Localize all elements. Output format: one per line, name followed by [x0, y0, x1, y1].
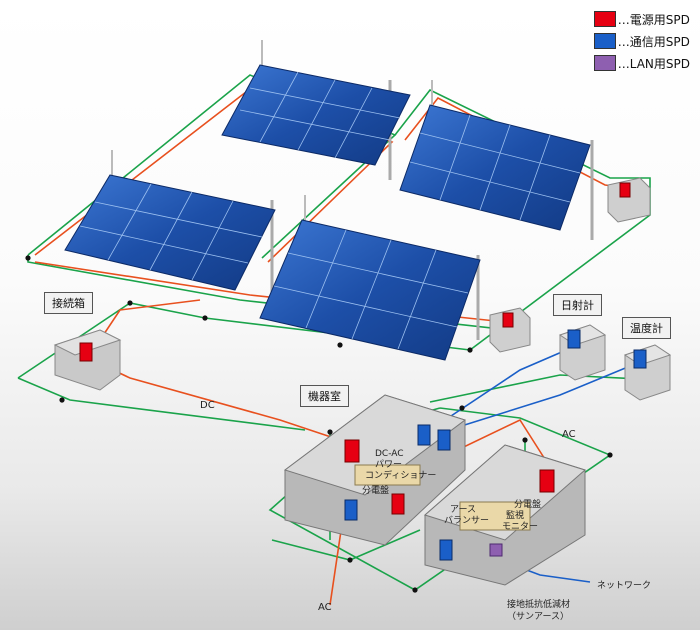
- ground-label-line1: 接地抵抗低減材: [507, 598, 570, 610]
- array-spd-box-right: [607, 177, 651, 223]
- solar-array-top-left: [221, 40, 411, 180]
- ground-label-line2: （サンアース）: [507, 611, 569, 622]
- comm-spd-icon: [633, 349, 647, 369]
- comm-spd-swatch-icon: [593, 33, 616, 49]
- thermometer-label: 温度計: [622, 317, 671, 339]
- junction-dots: [25, 255, 613, 593]
- comm-spd-icon: [344, 499, 358, 521]
- monitor-label-line2: モニター: [502, 521, 538, 532]
- ac-label-bottom: AC: [318, 602, 332, 613]
- array-spd-box-center: [489, 307, 531, 353]
- network-label: ネットワーク: [597, 580, 651, 591]
- lan-spd-icon: [489, 543, 503, 557]
- earth-balancer-label-line2: バランサー: [444, 515, 489, 526]
- junction-box-label: 接続箱: [44, 292, 93, 314]
- comm-spd-icon: [437, 429, 451, 451]
- earth-balancer-label-line1: アース: [450, 505, 476, 515]
- pcs-label-line3: コンディショナー: [365, 469, 436, 481]
- distribution-board-label-right: 分電盤: [514, 498, 541, 510]
- thermometer-box: [623, 344, 672, 401]
- pcs-label-line2: パワー: [375, 459, 402, 470]
- distribution-board-label-left: 分電盤: [362, 484, 389, 496]
- power-spd-swatch-icon: [593, 11, 616, 27]
- power-spd-icon: [502, 312, 514, 328]
- legend-item-lan-spd: …LAN用SPD: [593, 52, 690, 74]
- pcs-label-line1: DC-AC: [375, 449, 404, 459]
- comm-spd-icon: [567, 329, 581, 349]
- comm-spd-icon: [439, 539, 453, 561]
- monitor-label-line1: 監視: [506, 509, 524, 521]
- power-spd-icon: [391, 493, 405, 515]
- dc-label: DC: [200, 400, 215, 411]
- power-spd-icon: [619, 182, 631, 198]
- legend-item-power-spd: …電源用SPD: [593, 8, 690, 30]
- ac-label-top: AC: [562, 429, 576, 440]
- junction-box: [53, 329, 122, 391]
- lan-spd-swatch-icon: [593, 55, 616, 71]
- irradiance-meter-box: [558, 324, 607, 381]
- comm-spd-icon: [417, 424, 431, 446]
- power-spd-icon: [539, 469, 555, 493]
- power-spd-icon: [344, 439, 360, 463]
- legend-label: …LAN用SPD: [617, 56, 690, 71]
- legend-label: …通信用SPD: [617, 34, 690, 49]
- legend-label: …電源用SPD: [617, 12, 690, 27]
- solar-array-bottom-right: [259, 195, 481, 361]
- equipment-room-spds: [344, 424, 555, 561]
- solar-array-bottom-left: [64, 150, 276, 300]
- legend: …電源用SPD …通信用SPD …LAN用SPD: [593, 8, 690, 74]
- equipment-room-label: 機器室: [300, 385, 349, 407]
- irradiance-meter-label: 日射計: [553, 294, 602, 316]
- solar-array-top-right: [399, 80, 594, 240]
- power-spd-icon: [79, 342, 93, 362]
- legend-item-comm-spd: …通信用SPD: [593, 30, 690, 52]
